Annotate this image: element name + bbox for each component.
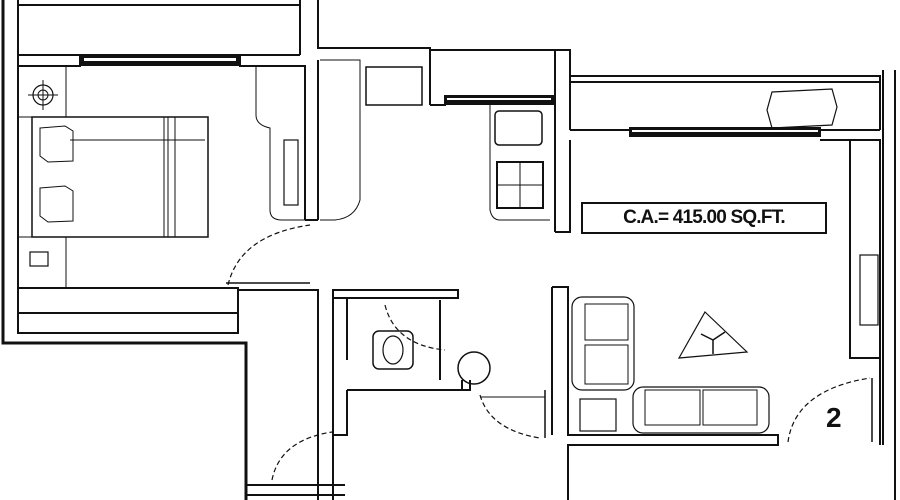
sink	[494, 110, 543, 146]
wall	[18, 0, 431, 105]
bed	[31, 116, 209, 238]
door-swing	[227, 224, 311, 286]
wall	[551, 286, 779, 500]
outer-wall	[17, 0, 319, 500]
pillow	[39, 125, 74, 163]
wall	[555, 70, 896, 500]
wardrobe	[18, 287, 239, 333]
pillow	[39, 185, 74, 223]
bath-door-swing	[479, 394, 541, 439]
tv-unit	[283, 139, 299, 206]
wall	[430, 49, 556, 232]
indian-toilet	[372, 330, 414, 370]
bath-door-swing	[384, 304, 446, 351]
kitchen-counter	[320, 59, 361, 221]
wall	[305, 60, 319, 221]
geyser	[457, 351, 491, 385]
center-table	[677, 311, 749, 359]
wall	[18, 56, 306, 220]
dresser	[18, 66, 67, 288]
refrigerator	[365, 66, 423, 106]
armchair	[766, 88, 838, 129]
phone-icon	[29, 251, 49, 267]
wall	[332, 289, 471, 500]
entrance-door-swing	[787, 377, 871, 443]
wall	[555, 49, 881, 131]
side-table	[579, 398, 617, 432]
sofa-left	[571, 296, 635, 391]
kitchen-counter	[489, 105, 550, 221]
sofa-bottom	[632, 386, 770, 434]
passage-door-swing	[271, 431, 333, 481]
dressing-counter	[255, 66, 305, 221]
living-tv-unit	[859, 254, 879, 326]
wall	[246, 484, 345, 496]
carpet-area-label: C.A.= 415.00 SQ.FT.	[581, 202, 827, 234]
outer-wall	[1, 0, 248, 500]
unit-number: 2	[826, 402, 842, 433]
